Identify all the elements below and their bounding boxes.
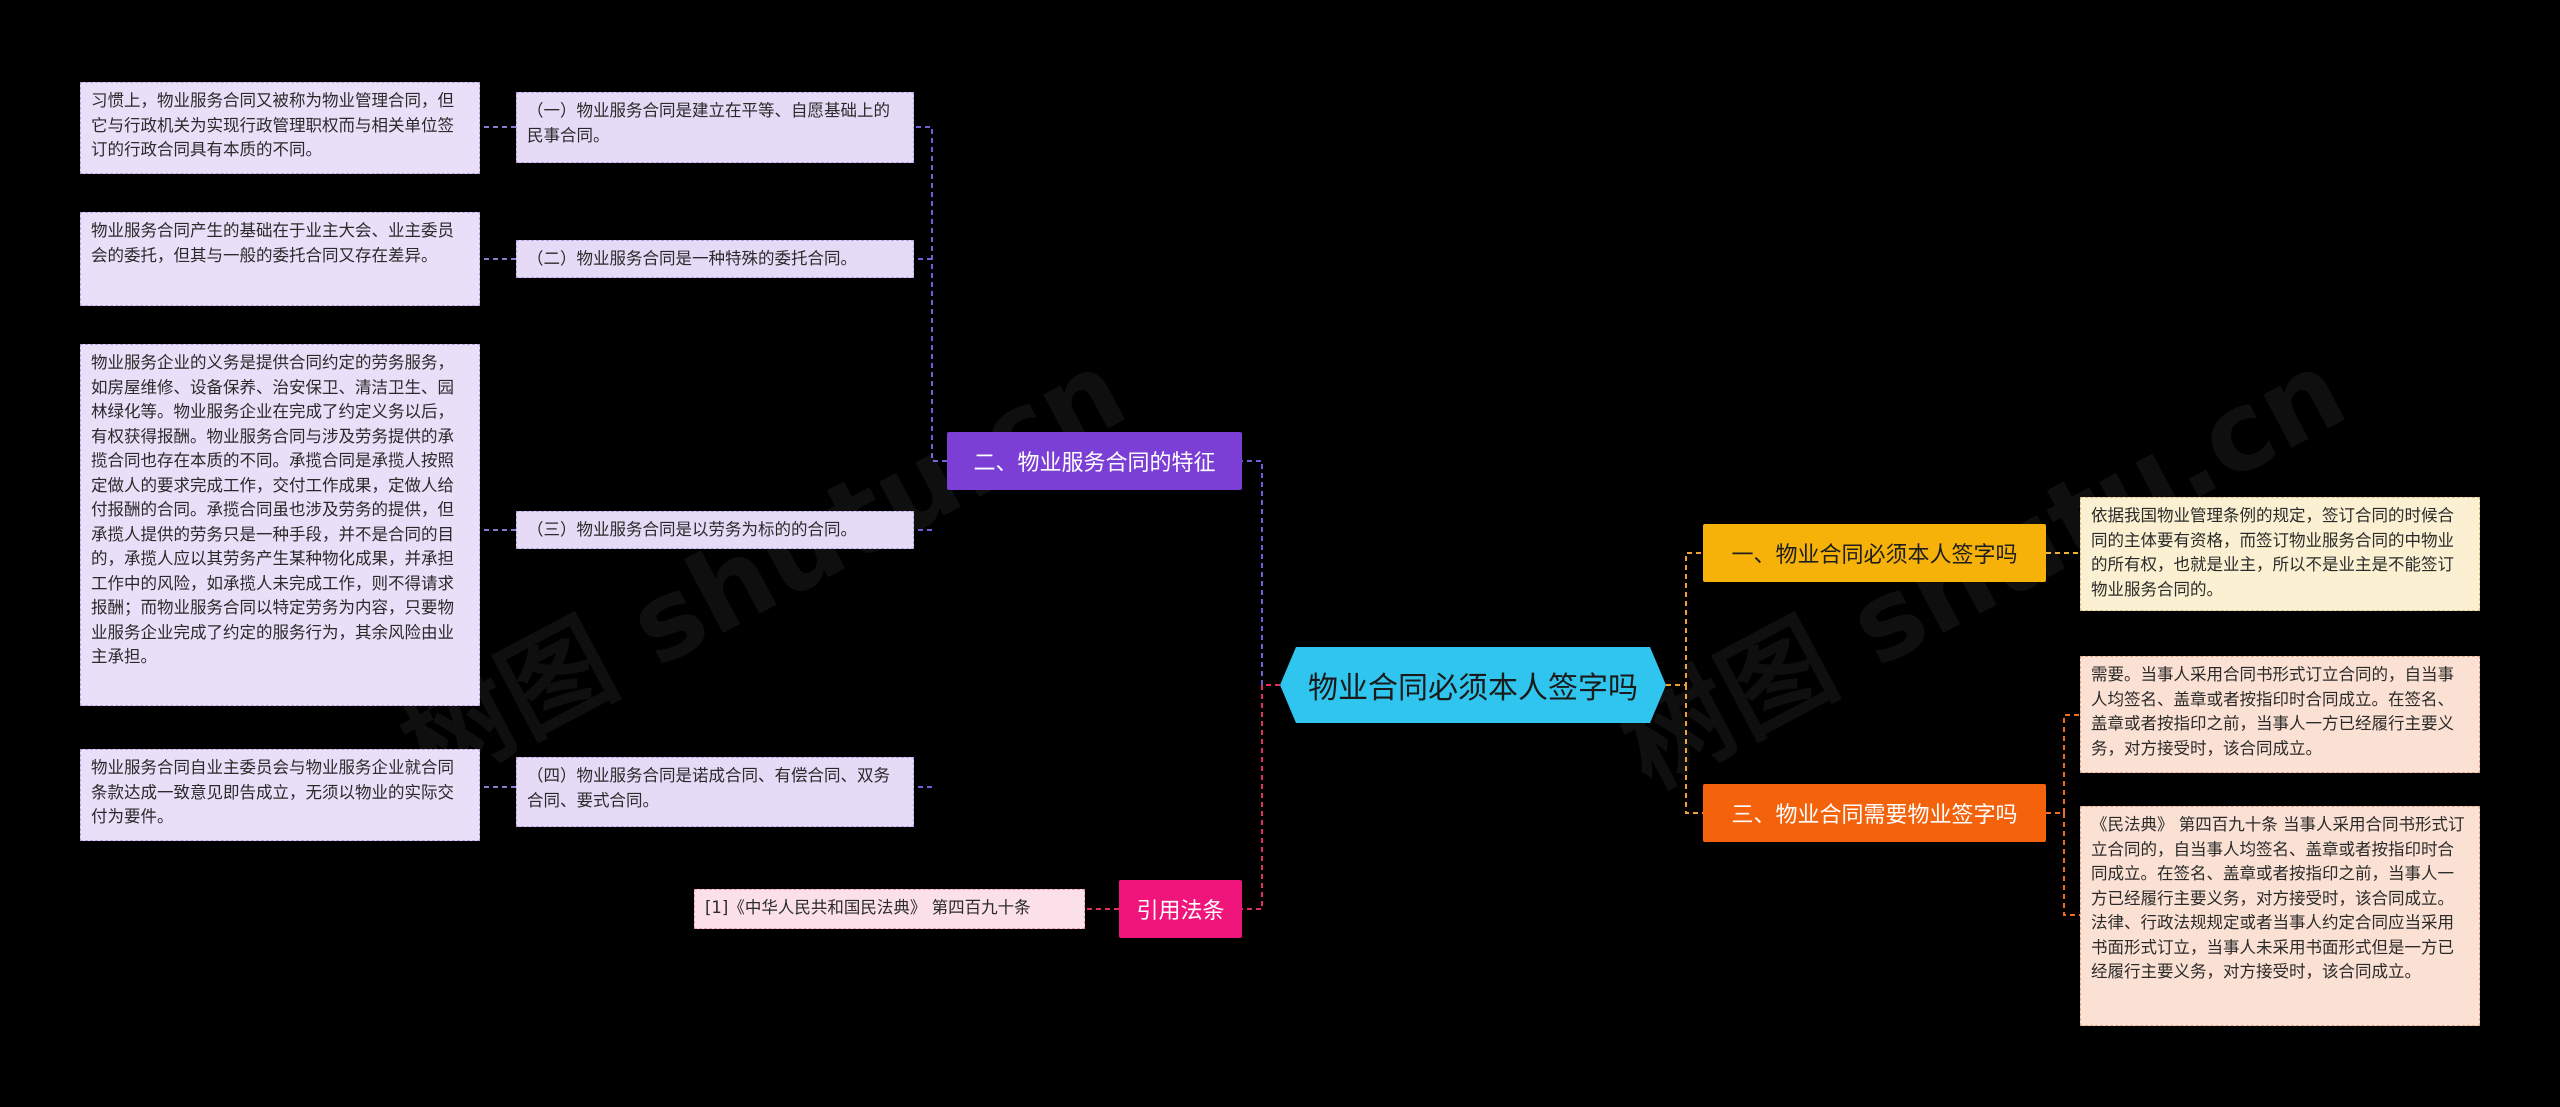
one-detail-text: 依据我国物业管理条例的规定，签订合同的时候合同的主体要有资格，而签订物业服务合同…	[2091, 506, 2454, 599]
feature-item-1-text: （一）物业服务合同是建立在平等、自愿基础上的民事合同。	[527, 101, 890, 145]
three-detail-2[interactable]: 《民法典》 第四百九十条 当事人采用合同书形式订立合同的，自当事人均签名、盖章或…	[2080, 806, 2480, 1026]
three-detail-1[interactable]: 需要。当事人采用合同书形式订立合同的，自当事人均签名、盖章或者按指印时合同成立。…	[2080, 656, 2480, 773]
connector-three-details	[2046, 714, 2080, 916]
connector-central-law	[1242, 684, 1280, 910]
connector-central-features	[1242, 460, 1280, 686]
feature-item-3-text: （三）物业服务合同是以劳务为标的的合同。	[527, 520, 857, 539]
one-detail[interactable]: 依据我国物业管理条例的规定，签订合同的时候合同的主体要有资格，而签订物业服务合同…	[2080, 497, 2480, 611]
feature-item-4[interactable]: （四）物业服务合同是诺成合同、有偿合同、双务合同、要式合同。	[516, 757, 914, 827]
branch-features-label: 二、物业服务合同的特征	[973, 451, 1216, 476]
connector-central-right	[1666, 552, 1703, 814]
law-item-text: [1]《中华人民共和国民法典》 第四百九十条	[705, 898, 1031, 917]
branch-features[interactable]: 二、物业服务合同的特征	[947, 432, 1242, 490]
central-topic-label: 物业合同必须本人签字吗	[1308, 671, 1638, 706]
three-detail-1-text: 需要。当事人采用合同书形式订立合同的，自当事人均签名、盖章或者按指印时合同成立。…	[2091, 665, 2454, 758]
feature-detail-3-text: 物业服务企业的义务是提供合同约定的劳务服务，如房屋维修、设备保养、治安保卫、清洁…	[91, 353, 454, 666]
law-item[interactable]: [1]《中华人民共和国民法典》 第四百九十条	[694, 889, 1085, 929]
feature-detail-2-text: 物业服务合同产生的基础在于业主大会、业主委员会的委托，但其与一般的委托合同又存在…	[91, 221, 454, 265]
feature-detail-2[interactable]: 物业服务合同产生的基础在于业主大会、业主委员会的委托，但其与一般的委托合同又存在…	[80, 212, 480, 306]
feature-detail-4[interactable]: 物业服务合同自业主委员会与物业服务企业就合同条款达成一致意见即告成立，无须以物业…	[80, 749, 480, 841]
feature-detail-1[interactable]: 习惯上，物业服务合同又被称为物业管理合同，但它与行政机关为实现行政管理职权而与相…	[80, 82, 480, 174]
feature-item-2-text: （二）物业服务合同是一种特殊的委托合同。	[527, 249, 857, 268]
branch-law[interactable]: 引用法条	[1119, 880, 1242, 938]
feature-item-2[interactable]: （二）物业服务合同是一种特殊的委托合同。	[516, 240, 914, 278]
feature-item-4-text: （四）物业服务合同是诺成合同、有偿合同、双务合同、要式合同。	[527, 766, 890, 810]
feature-detail-3[interactable]: 物业服务企业的义务是提供合同约定的劳务服务，如房屋维修、设备保养、治安保卫、清洁…	[80, 344, 480, 706]
connector-features-items	[914, 126, 947, 788]
branch-one[interactable]: 一、物业合同必须本人签字吗	[1703, 524, 2046, 582]
feature-detail-1-text: 习惯上，物业服务合同又被称为物业管理合同，但它与行政机关为实现行政管理职权而与相…	[91, 91, 454, 159]
branch-one-label: 一、物业合同必须本人签字吗	[1731, 543, 2018, 568]
feature-item-1[interactable]: （一）物业服务合同是建立在平等、自愿基础上的民事合同。	[516, 92, 914, 163]
feature-detail-4-text: 物业服务合同自业主委员会与物业服务企业就合同条款达成一致意见即告成立，无须以物业…	[91, 758, 454, 826]
branch-law-label: 引用法条	[1136, 899, 1225, 924]
branch-three-label: 三、物业合同需要物业签字吗	[1731, 803, 2018, 828]
branch-three[interactable]: 三、物业合同需要物业签字吗	[1703, 784, 2046, 842]
central-topic[interactable]: 物业合同必须本人签字吗	[1280, 647, 1666, 723]
feature-item-3[interactable]: （三）物业服务合同是以劳务为标的的合同。	[516, 511, 914, 549]
three-detail-2-text: 《民法典》 第四百九十条 当事人采用合同书形式订立合同的，自当事人均签名、盖章或…	[2091, 815, 2465, 981]
